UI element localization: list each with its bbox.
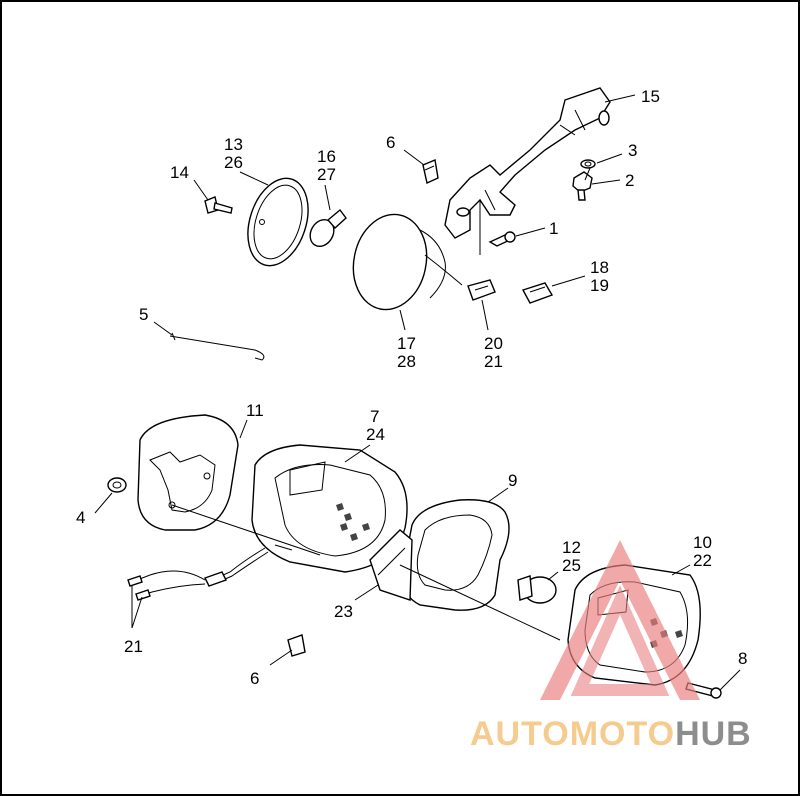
- leader-lines: [94, 94, 741, 691]
- callout-1: 1: [549, 219, 558, 238]
- callout-11: 11: [246, 401, 264, 420]
- callout-10-22: 10 22: [693, 533, 717, 570]
- part-screw-14: [204, 196, 233, 214]
- part-harness: [127, 547, 269, 601]
- callout-7-24: 7 24: [366, 407, 385, 444]
- part-lamp-17: [352, 213, 463, 311]
- part-wire-5: [169, 332, 265, 361]
- callout-14: 14: [170, 163, 189, 182]
- part-ring-13: [247, 177, 309, 267]
- callout-labels: 15 3 2 1 6 13 26 14 16 27 18 19 17 28 20…: [76, 87, 747, 688]
- assembly-lines: [171, 167, 591, 641]
- watermark-inner-triangle-icon: [570, 585, 670, 696]
- callout-23: 23: [334, 602, 353, 621]
- callout-17-28: 17 28: [397, 334, 421, 371]
- callout-5: 5: [139, 305, 148, 324]
- callout-3: 3: [628, 141, 637, 160]
- part-housing-7: [251, 444, 408, 573]
- part-gasket-9: [401, 499, 510, 611]
- part-connector-18: [521, 282, 554, 304]
- callout-21: 21: [124, 637, 143, 656]
- callout-20-21: 20 21: [484, 334, 508, 371]
- part-bulb-16: [309, 208, 347, 248]
- part-gasket-11: [137, 414, 239, 531]
- callout-6-bottom: 6: [250, 669, 259, 688]
- part-bracket-15: [444, 87, 611, 239]
- part-bulb-12: [517, 575, 557, 604]
- callout-16-27: 16 27: [317, 147, 341, 184]
- part-connector-20: [467, 279, 496, 301]
- watermark-logo: AUTOMOTOHUB: [470, 540, 752, 753]
- watermark-brand: AUTOMOTOHUB: [470, 715, 752, 753]
- part-washer-3: [580, 159, 596, 169]
- callout-8: 8: [738, 649, 747, 668]
- callout-15: 15: [641, 87, 660, 106]
- part-clip-6-top: [422, 159, 439, 184]
- part-screw-1: [488, 231, 516, 247]
- part-grommet-4: [107, 477, 127, 493]
- callout-18-19: 18 19: [590, 258, 614, 295]
- watermark-triangle-icon: [540, 540, 700, 700]
- callout-4: 4: [76, 508, 85, 527]
- callout-9: 9: [508, 471, 517, 490]
- callout-6-top: 6: [386, 133, 395, 152]
- callout-12-25: 12 25: [562, 538, 586, 575]
- callout-13-26: 13 26: [224, 135, 248, 172]
- callout-2: 2: [625, 171, 634, 190]
- part-bolt-2: [572, 171, 593, 201]
